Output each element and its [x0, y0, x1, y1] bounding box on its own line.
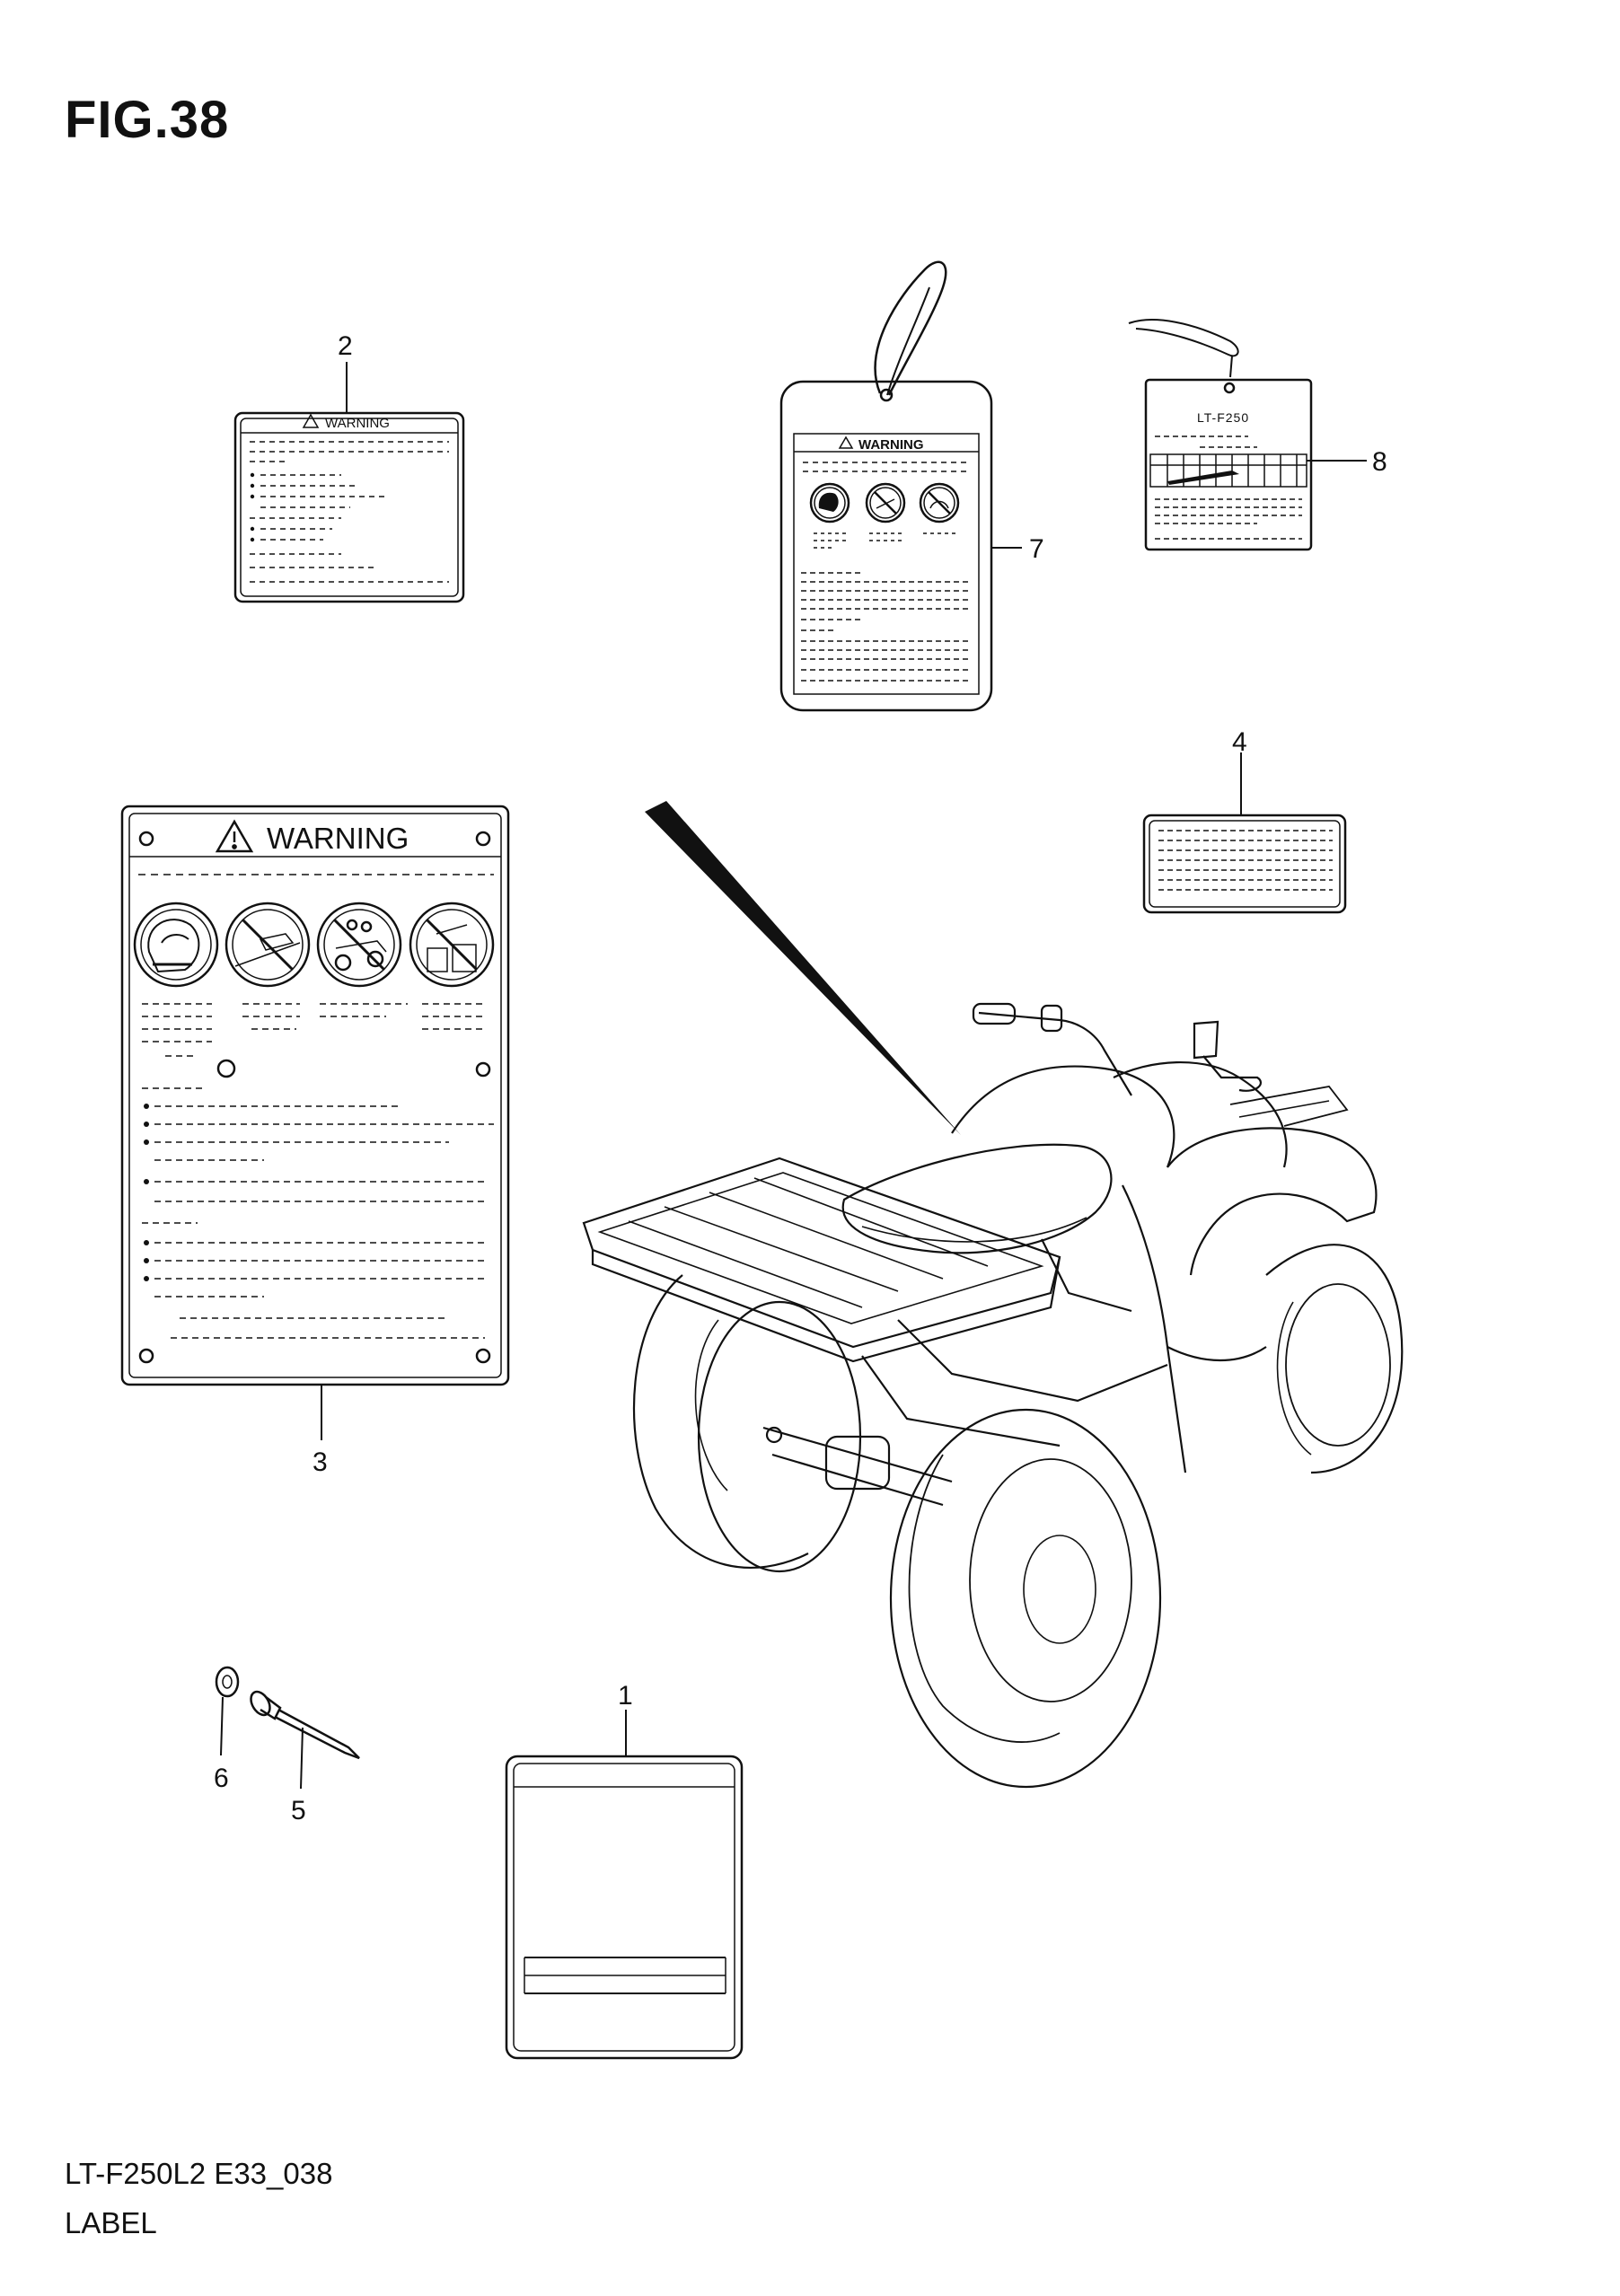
tag-7-title: WARNING	[858, 437, 924, 453]
no-passenger-icon	[316, 902, 402, 988]
callout-7: 7	[1029, 534, 1044, 564]
rivet	[250, 1690, 360, 1790]
label-3-warning: WARNING	[120, 805, 510, 1440]
callout-1: 1	[618, 1681, 633, 1711]
warning-triangle-icon	[215, 819, 254, 853]
callout-4: 4	[1232, 727, 1247, 757]
helmet-icon	[809, 482, 850, 523]
hang-tag-model: LT-F250	[1128, 319, 1367, 551]
washer	[215, 1666, 240, 1756]
no-paved-road-icon	[225, 902, 311, 988]
label-3-title: WARNING	[267, 822, 409, 855]
section-name: LABEL	[65, 2206, 157, 2239]
callout-6: 6	[214, 1764, 229, 1793]
figure-title: FIG.38	[65, 91, 230, 149]
no-alcohol-icon	[919, 482, 960, 523]
warning-triangle-icon	[302, 413, 320, 428]
label-4	[1142, 752, 1347, 914]
model-code: LT-F250L2 E33_038	[65, 2157, 333, 2190]
tag-8-model: LT-F250	[1197, 410, 1249, 425]
no-passenger-icon	[865, 482, 906, 523]
atv-outline-icon	[582, 801, 1404, 1789]
callout-2: 2	[338, 331, 353, 361]
label-2-warning: WARNING	[233, 362, 465, 603]
label-1	[505, 1710, 744, 2060]
helmet-icon	[133, 902, 219, 988]
no-alcohol-icon	[409, 902, 495, 988]
warning-triangle-icon	[838, 435, 854, 449]
callout-5: 5	[291, 1796, 306, 1825]
label-2-title: WARNING	[325, 416, 390, 431]
callout-8: 8	[1372, 447, 1387, 477]
callout-3: 3	[313, 1447, 328, 1477]
hang-tag-warning: WARNING	[779, 260, 1022, 712]
